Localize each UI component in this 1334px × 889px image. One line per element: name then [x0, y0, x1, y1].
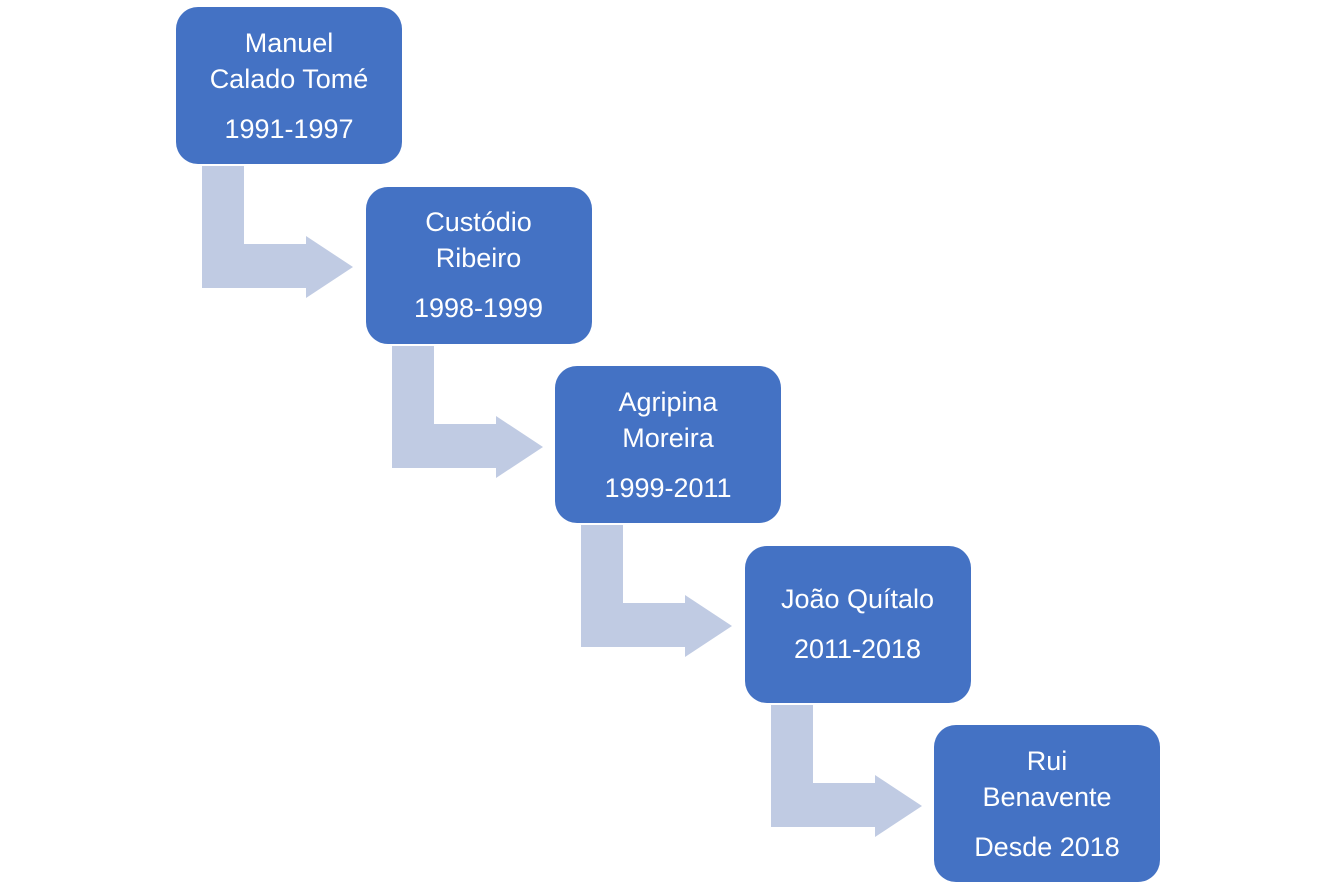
connector-arrow [770, 704, 922, 837]
step-name-line: Ribeiro [435, 243, 522, 273]
step-period: Desde 2018 [974, 831, 1120, 862]
connector-arrow-shape [391, 345, 543, 478]
step-period: 1999-2011 [604, 472, 732, 503]
step-period: 1998-1999 [413, 293, 544, 323]
connector-arrow-shape [202, 166, 353, 298]
step-name-line: Moreira [622, 422, 714, 453]
step-name-line: Manuel [244, 27, 334, 58]
connector-arrow-shape [581, 525, 732, 657]
connector-arrow [581, 525, 732, 657]
step-period: 2011-2018 [793, 634, 922, 664]
step-name: João Quítalo [781, 581, 934, 617]
step-period: 1991-1997 [224, 113, 354, 144]
step-name-line: Custódio [425, 207, 532, 237]
step-name-line: João Quítalo [780, 584, 935, 614]
step-name-line: Agripina [618, 386, 718, 417]
connector-arrow [391, 345, 543, 478]
step-name-line: Rui [1026, 745, 1068, 776]
connector-arrow [202, 166, 353, 298]
step-name-line: Benavente [982, 781, 1112, 812]
step-name-line: Calado Tomé [209, 63, 369, 94]
connector-arrow-shape [770, 704, 922, 837]
step-box: João Quítalo 2011-2018 [744, 545, 971, 703]
